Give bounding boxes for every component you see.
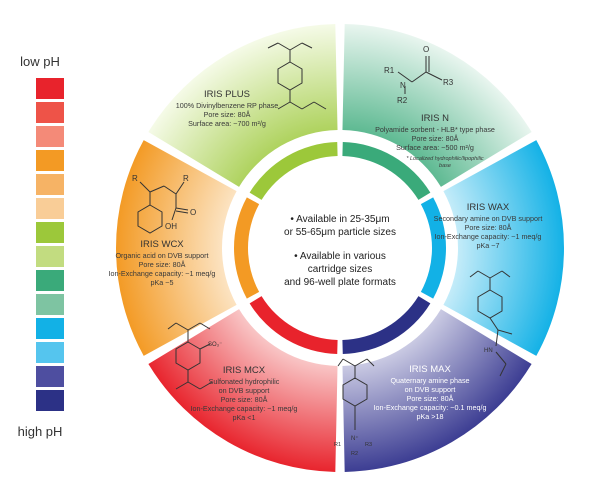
max-line5: pKa >18 [417,412,444,421]
ring-iris-max [342,296,431,354]
center-bullet2-line1: • Available in various [294,251,386,262]
ph-swatch [36,246,64,267]
text-iris-wcx: IRIS WCX Organic acid on DVB support Por… [109,239,216,287]
n-note2: base [439,163,451,169]
n-o-label: O [423,45,429,54]
ph-swatch [36,198,64,219]
structure-iris-plus [267,42,327,110]
structure-iris-n: R1 N R2 R3 O [384,45,454,105]
ph-swatch [36,390,64,411]
ring-iris-mcx [249,296,338,354]
ph-swatch [36,294,64,315]
segment-iris-n [342,24,532,187]
ph-swatch [36,342,64,363]
max-r3-label: R3 [365,442,372,448]
plus-line1: 100% Divinylbenzene RP phase [176,101,279,110]
wcx-o-label: O [190,208,196,217]
center-bullet1-line2: or 55-65μm particle sizes [284,227,396,238]
structure-iris-wcx: R R O OH [132,174,196,234]
mcx-line3: Pore size: 80Å [221,395,268,404]
text-iris-max: IRIS MAX Quaternary amine phase on DVB s… [374,364,487,421]
ph-swatch [36,270,64,291]
center-bullet2-line2: cartridge sizes [308,264,372,275]
ph-scale: low pH high pH [0,0,80,498]
wax-line4: pKa ~7 [477,241,500,250]
ring-iris-plus [249,142,338,200]
wax-line3: Ion-Exchange capacity: ~1 meq/g [435,232,542,241]
wax-line1: Secondary amine on DVB support [434,214,543,223]
text-iris-plus: IRIS PLUS 100% Divinylbenzene RP phase P… [176,89,279,128]
ring-iris-wax [420,197,446,299]
ph-swatch [36,126,64,147]
text-iris-wax: IRIS WAX Secondary amine on DVB support … [434,202,543,250]
plus-line3: Surface area: ~700 m²/g [188,119,266,128]
wcx-title: IRIS WCX [140,239,184,250]
structure-iris-wax: HN [469,270,513,377]
low-ph-label: low pH [20,54,60,69]
segment-iris-plus [148,24,338,187]
mcx-so3-label: SO₃⁻ [208,342,222,348]
n-note1: * Localized hydrophilic/lipophilic [406,156,484,162]
max-line4: Ion-Exchange capacity: ~0.1 meq/g [374,403,487,412]
segment-iris-max [342,309,532,472]
text-iris-n: IRIS N Polyamide sorbent - HLB* type pha… [375,113,495,169]
max-r2-label: R2 [351,451,358,457]
ph-swatch [36,78,64,99]
wcx-line3: Ion-Exchange capacity: ~1 meq/g [109,269,216,278]
ring-iris-wcx [234,197,260,299]
ring-iris-n [342,142,431,200]
text-iris-mcx: IRIS MCX Sulfonated hydrophilic on DVB s… [191,365,298,422]
ph-swatch [36,174,64,195]
wcx-oh-label: OH [165,222,177,231]
ph-swatch [36,222,64,243]
wax-line2: Pore size: 80Å [465,223,512,232]
n-title: IRIS N [421,113,449,124]
wcx-line4: pKa ~5 [151,278,174,287]
segment-iris-wcx [115,140,237,356]
mcx-line1: Sulfonated hydrophilic [209,377,280,386]
max-n-label: N⁺ [351,435,359,442]
n-r1-label: R1 [384,66,395,75]
ph-swatch [36,150,64,171]
center-info: • Available in 25-35μm or 55-65μm partic… [284,214,396,288]
mcx-line4: Ion-Exchange capacity: ~1 meq/g [191,404,298,413]
ph-swatch [36,318,64,339]
n-line1: Polyamide sorbent - HLB* type phase [375,125,495,134]
center-bullet1-line1: • Available in 25-35μm [290,214,389,225]
n-n-label: N [400,81,406,90]
n-line2: Pore size: 80Å [412,134,459,143]
wcx-r2-label: R [183,174,189,183]
high-ph-label: high pH [17,424,63,439]
max-line3: Pore size: 80Å [407,394,454,403]
max-line2: on DVB support [405,385,456,394]
mcx-line2: on DVB support [219,386,270,395]
ph-swatch [36,366,64,387]
plus-line2: Pore size: 80Å [204,110,251,119]
max-r1-label: R1 [334,442,341,448]
ph-swatch [36,102,64,123]
wax-hn-label: HN [484,348,493,354]
mcx-title: IRIS MCX [223,365,266,376]
wax-title: IRIS WAX [467,202,510,213]
mcx-line5: pKa <1 [233,413,256,422]
segment-iris-wax [443,140,564,356]
n-line3: Surface area: ~500 m²/g [396,143,474,152]
wcx-r1-label: R [132,174,138,183]
n-r3-label: R3 [443,78,454,87]
max-line1: Quaternary amine phase [390,376,469,385]
wcx-line2: Pore size: 80Å [139,260,186,269]
center-bullet2-line3: and 96-well plate formats [284,277,396,288]
plus-title: IRIS PLUS [204,89,250,100]
segment-iris-mcx [148,309,338,472]
max-title: IRIS MAX [409,364,451,375]
structure-iris-mcx: SO₃⁻ [167,322,222,390]
wcx-line1: Organic acid on DVB support [115,251,208,260]
n-r2-label: R2 [397,96,408,105]
structure-iris-max: N⁺ R1 R2 R3 [334,358,375,457]
